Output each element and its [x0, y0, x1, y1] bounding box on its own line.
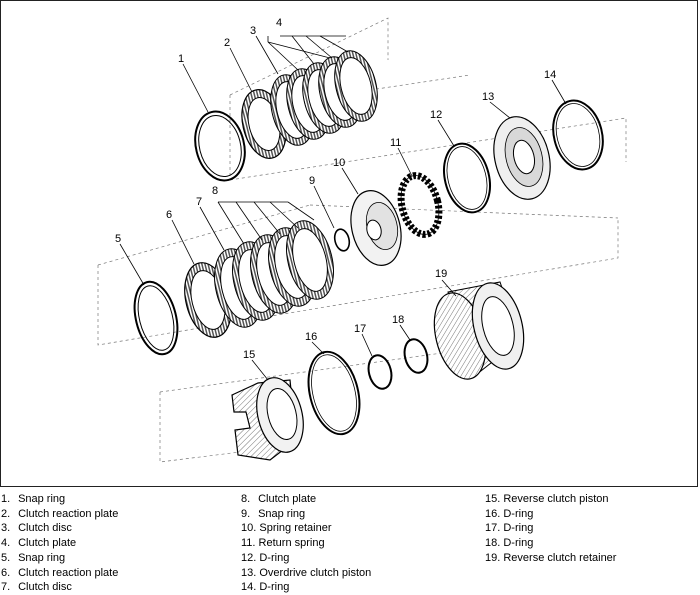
legend-item: 2. Clutch reaction plate	[1, 507, 119, 520]
legend-column-1: 1. Snap ring 2. Clutch reaction plate 3.…	[1, 492, 118, 595]
part-9-snap-ring	[333, 228, 351, 252]
legend-item: 7. Clutch disc	[1, 581, 72, 594]
callout-labels: 1 2 3 4 5 6 7 8 9 10 11 12 13 14 15 16 1…	[115, 17, 556, 361]
legend-item: 16. D-ring	[485, 507, 534, 520]
legend-item: 5. Snap ring	[1, 551, 66, 564]
callout-8: 8	[212, 185, 218, 197]
part-15-reverse-clutch-piston	[231, 377, 304, 461]
callout-10: 10	[333, 157, 345, 169]
callout-15: 15	[243, 349, 255, 361]
legend-item: 15. Reverse clutch piston	[485, 493, 609, 505]
callout-9: 9	[309, 175, 315, 187]
legend-item: 1. Snap ring	[1, 493, 66, 505]
part-10-spring-retainer	[350, 190, 402, 266]
part-17-d-ring	[367, 354, 393, 390]
parts-legend: 1. Snap ring 2. Clutch reaction plate 3.…	[0, 492, 700, 595]
part-18-d-ring	[403, 338, 429, 374]
part-13-overdrive-clutch-piston	[493, 116, 551, 200]
legend-item: 10. Spring retainer	[241, 522, 332, 535]
legend-item: 8. Clutch plate	[241, 493, 317, 505]
part-12-d-ring	[443, 142, 491, 214]
callout-6: 6	[166, 209, 172, 221]
callout-14: 14	[544, 69, 556, 81]
legend-item: 12. D-ring	[241, 551, 290, 564]
legend-item: 4. Clutch plate	[1, 537, 77, 550]
legend-item: 13. Overdrive clutch piston	[241, 566, 372, 579]
callout-1: 1	[178, 53, 184, 65]
part-7-8-lower-clutch-pack	[214, 220, 334, 328]
legend-item: 9. Snap ring	[241, 507, 306, 520]
part-1-snap-ring	[194, 110, 246, 182]
callout-16: 16	[305, 331, 317, 343]
legend-column-3: 15. Reverse clutch piston 16. D-ring 17.…	[485, 492, 616, 566]
part-14-d-ring	[552, 99, 604, 171]
legend-item: 11. Return spring	[241, 537, 325, 550]
part-3-4-upper-clutch-pack	[270, 50, 378, 146]
callout-2: 2	[224, 37, 230, 49]
part-16-d-ring	[307, 350, 361, 436]
leader-lines	[119, 35, 567, 381]
part-5-snap-ring	[133, 280, 179, 356]
legend-item: 17. D-ring	[485, 522, 534, 535]
part-11-return-spring	[397, 172, 443, 238]
legend-item: 18. D-ring	[485, 537, 534, 550]
part-19-reverse-clutch-retainer	[433, 281, 525, 380]
legend-column-2: 8. Clutch plate 9. Snap ring 10. Spring …	[241, 492, 371, 595]
callout-12: 12	[430, 109, 442, 121]
legend-item: 14. D-ring	[241, 581, 290, 594]
legend-item: 3. Clutch disc	[1, 522, 72, 535]
callout-7: 7	[196, 196, 202, 208]
callout-4: 4	[276, 17, 282, 29]
exploded-view-diagram: 1 2 3 4 5 6 7 8 9 10 11 12 13 14 15 16 1…	[97, 17, 627, 463]
callout-18: 18	[392, 314, 404, 326]
callout-13: 13	[482, 91, 494, 103]
callout-5: 5	[115, 233, 121, 245]
callout-3: 3	[250, 25, 256, 37]
callout-17: 17	[354, 323, 366, 335]
legend-item: 19. Reverse clutch retainer	[485, 551, 617, 564]
legend-item: 6. Clutch reaction plate	[1, 566, 119, 579]
callout-11: 11	[390, 137, 401, 149]
callout-19: 19	[435, 268, 447, 280]
upper-alignment-guide	[229, 17, 627, 181]
